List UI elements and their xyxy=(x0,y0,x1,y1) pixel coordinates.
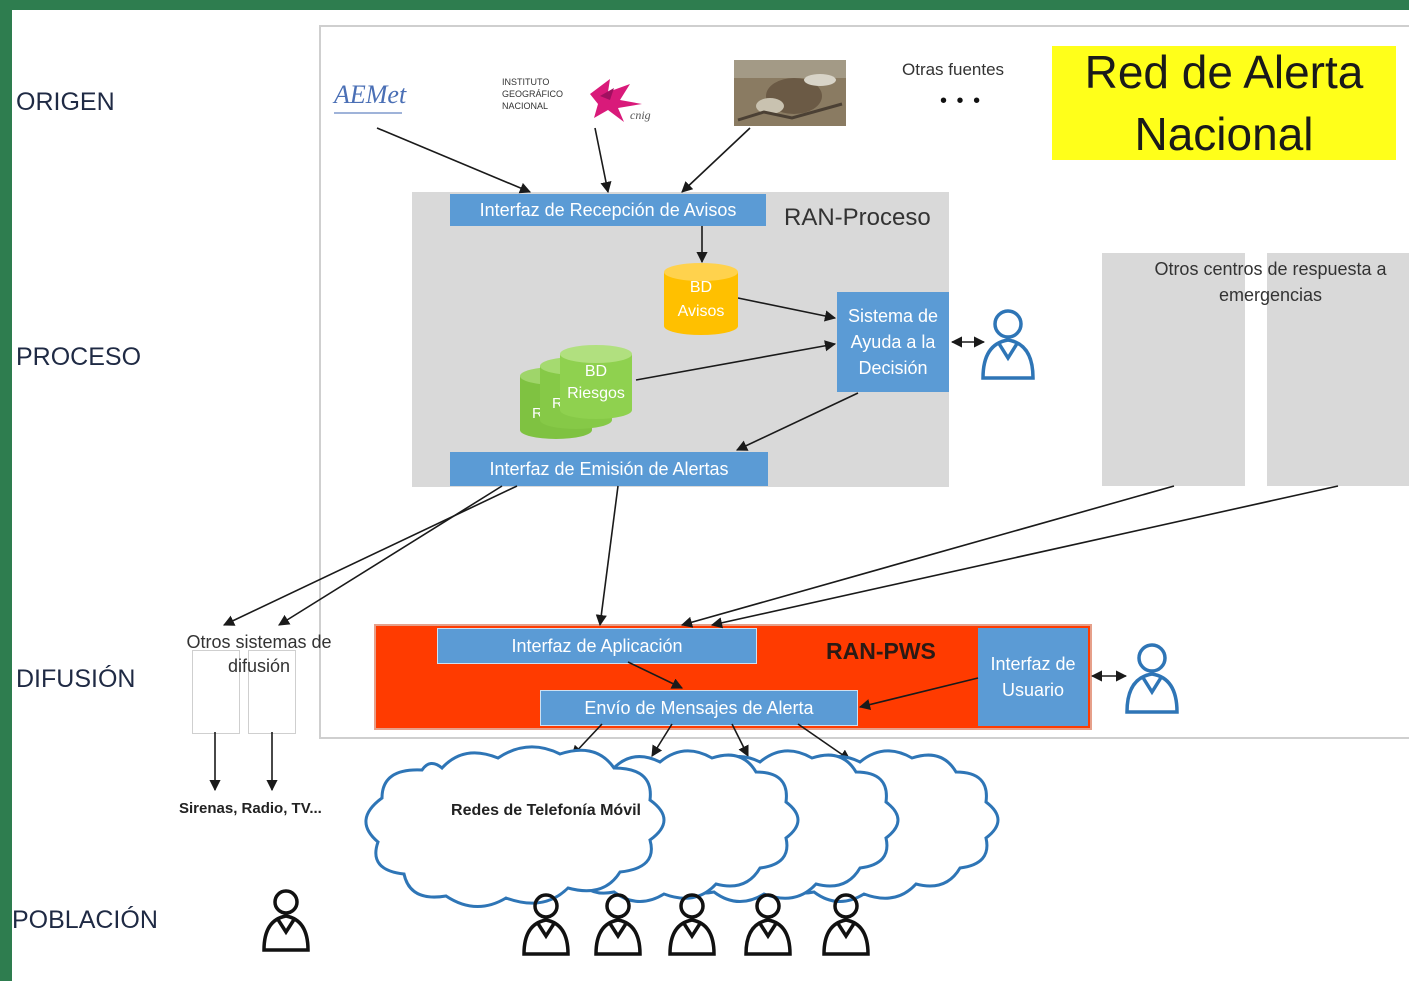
interfaz-aplicacion: Interfaz de Aplicación xyxy=(437,628,757,664)
ran-proceso-label: RAN-Proceso xyxy=(784,204,931,231)
aemet-logo-text: AEMet xyxy=(334,80,407,109)
otros-sistemas-line-1: Otros sistemas de xyxy=(186,632,332,652)
population-person-icon-6 xyxy=(822,893,870,956)
population-person-icon-3 xyxy=(594,893,642,956)
otros-sistemas-label: Otros sistemas de difusión xyxy=(172,630,346,678)
bd-riesgos-line-2: Riesgos xyxy=(567,385,625,402)
arrow-bdavisos-sistema xyxy=(737,297,837,322)
population-person-icon-1 xyxy=(262,889,310,952)
ign-line-3: NACIONAL xyxy=(502,101,549,111)
interfaz-recepcion-avisos: Interfaz de Recepción de Avisos xyxy=(450,194,766,226)
arrow-usuario-envio xyxy=(858,677,979,711)
ign-logo: INSTITUTO GEOGRÁFICO NACIONAL cnig xyxy=(502,74,672,134)
otros-centros-line-2: emergencias xyxy=(1218,285,1323,305)
bd-avisos-line-2: Avisos xyxy=(678,303,725,320)
interfaz-usuario-line-2: Usuario xyxy=(1001,680,1065,700)
otros-centros-label: Otros centros de respuesta a emergencias xyxy=(1132,256,1409,308)
population-person-icon-4 xyxy=(668,893,716,956)
arrow-emision-otros-1 xyxy=(222,485,518,626)
bd-riesgos-back-b: R xyxy=(552,395,563,412)
title-line-1: Red de Alerta xyxy=(1084,46,1364,98)
arrow-bdriesgos-sistema xyxy=(635,340,837,381)
population-person-icon-5 xyxy=(744,893,792,956)
arrow-centros-aplicacion-2 xyxy=(710,485,1339,629)
arrow-sistema-emision xyxy=(735,392,859,451)
ign-mark: cnig xyxy=(630,108,651,122)
sistema-ayuda-line-3: Decisión xyxy=(858,358,928,378)
cloud-1 xyxy=(364,745,666,908)
population-person-icons xyxy=(262,889,870,956)
ign-line-1: INSTITUTO xyxy=(502,77,550,87)
ign-splash-icon xyxy=(590,79,642,122)
otras-fuentes-label: Otras fuentes xyxy=(902,60,1005,79)
title-box: Red de Alerta Nacional xyxy=(1052,46,1396,160)
arrow-centros-aplicacion-1 xyxy=(680,485,1175,628)
ran-frame xyxy=(319,25,1409,739)
arrow-envio-red-2 xyxy=(651,723,673,757)
bd-riesgos-back-a: R xyxy=(532,405,543,422)
sirenas-label: Sirenas, Radio, TV... xyxy=(179,800,322,817)
interfaz-usuario-line-1: Interfaz de xyxy=(990,654,1076,674)
arrow-envio-red-4 xyxy=(797,723,851,761)
otras-fuentes-ellipsis: • • • xyxy=(940,90,983,112)
bd-riesgos-line-1: BD xyxy=(585,363,607,380)
population-person-icon-2 xyxy=(522,893,570,956)
arrow-envio-red-3 xyxy=(731,723,749,758)
arrows xyxy=(209,127,1339,792)
ran-pws-label: RAN-PWS xyxy=(826,638,936,664)
layer-label-proceso: PROCESO xyxy=(16,343,142,371)
sistema-ayuda-line-2: Ayuda a la xyxy=(850,332,936,352)
layer-label-poblacion: POBLACIÓN xyxy=(12,906,158,934)
layer-label-difusion: DIFUSIÓN xyxy=(16,665,136,693)
diagram-canvas: ORIGEN PROCESO DIFUSIÓN POBLACIÓN Red de… xyxy=(12,10,1409,981)
otros-sistemas-box-1 xyxy=(192,650,240,734)
ign-logo-text: INSTITUTO GEOGRÁFICO NACIONAL xyxy=(502,76,563,112)
otros-centros-box-1 xyxy=(1102,253,1245,486)
arrow-aplicacion-envio xyxy=(627,661,684,689)
arrow-emision-otros-2 xyxy=(278,485,503,626)
arrow-satellite-recepcion xyxy=(681,127,751,193)
bd-avisos-cylinder: BD Avisos xyxy=(664,263,738,335)
otros-centros-line-1: Otros centros de respuesta a xyxy=(1154,259,1387,279)
operator-person-icon-2 xyxy=(1125,643,1179,714)
mobile-network-clouds xyxy=(364,745,1000,908)
bd-avisos-line-1: BD xyxy=(690,279,712,296)
envio-mensajes-alerta: Envío de Mensajes de Alerta xyxy=(540,690,858,726)
aemet-logo: AEMet xyxy=(334,80,414,124)
title-line-2: Nacional xyxy=(1134,108,1314,160)
diagram-shapes: BD Avisos R R BD Riesgos Redes de Telefo… xyxy=(209,127,1339,956)
interfaz-usuario: Interfaz de Usuario xyxy=(978,628,1088,726)
bd-riesgos-cylinders: R R BD Riesgos xyxy=(520,345,632,439)
aemet-logo-underline xyxy=(334,112,402,114)
otros-centros-box-2 xyxy=(1267,253,1409,486)
layer-label-origen: ORIGEN xyxy=(16,88,115,116)
otros-sistemas-line-2: difusión xyxy=(227,656,291,676)
interfaz-emision-alertas: Interfaz de Emisión de Alertas xyxy=(450,452,768,486)
arrow-emision-aplicacion xyxy=(595,485,619,627)
sistema-ayuda-line-1: Sistema de xyxy=(847,306,939,326)
arrow-aemet-recepcion xyxy=(376,127,532,194)
redes-telefonia-label: Redes de Telefonía Móvil xyxy=(451,802,641,819)
satellite-image-icon xyxy=(734,60,846,126)
sistema-ayuda-decision: Sistema de Ayuda a la Decisión xyxy=(837,292,949,392)
ign-line-2: GEOGRÁFICO xyxy=(502,89,564,99)
operator-person-icon-1 xyxy=(981,309,1035,380)
arrow-ign-recepcion xyxy=(594,127,612,194)
